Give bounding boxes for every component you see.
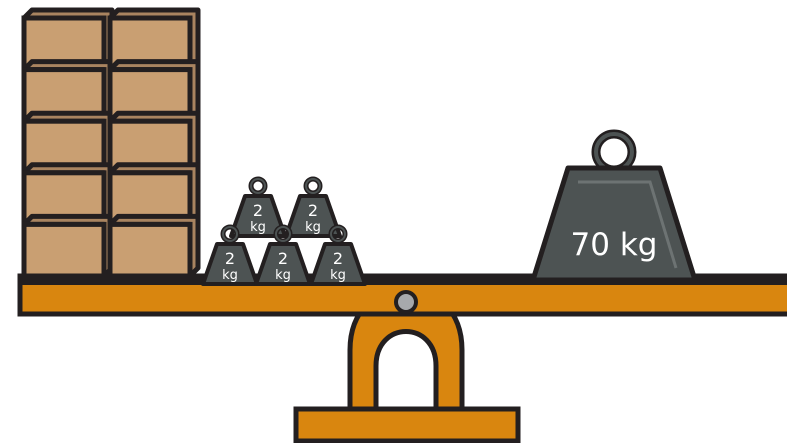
small-weight-value: 2 [225, 249, 235, 268]
fulcrum-base [296, 409, 518, 441]
small-weight-value: 2 [278, 249, 288, 268]
box-stack [24, 10, 198, 276]
small-weight-unit: kg [275, 268, 291, 283]
big-weight: 70 kg [533, 134, 695, 280]
cardboard-box-icon [24, 216, 112, 276]
small-weight-value: 2 [253, 201, 263, 220]
small-weight-unit: kg [305, 220, 321, 235]
big-weight-label: 70 kg [571, 227, 658, 263]
cardboard-box-icon [110, 216, 198, 276]
small-weight-value: 2 [333, 249, 343, 268]
weight-icon [533, 168, 695, 280]
small-weight-unit: kg [330, 268, 346, 283]
small-weight-value: 2 [308, 201, 318, 220]
small-weight-unit: kg [250, 220, 266, 235]
small-weight-unit: kg [222, 268, 238, 283]
pivot-pin [396, 292, 416, 312]
